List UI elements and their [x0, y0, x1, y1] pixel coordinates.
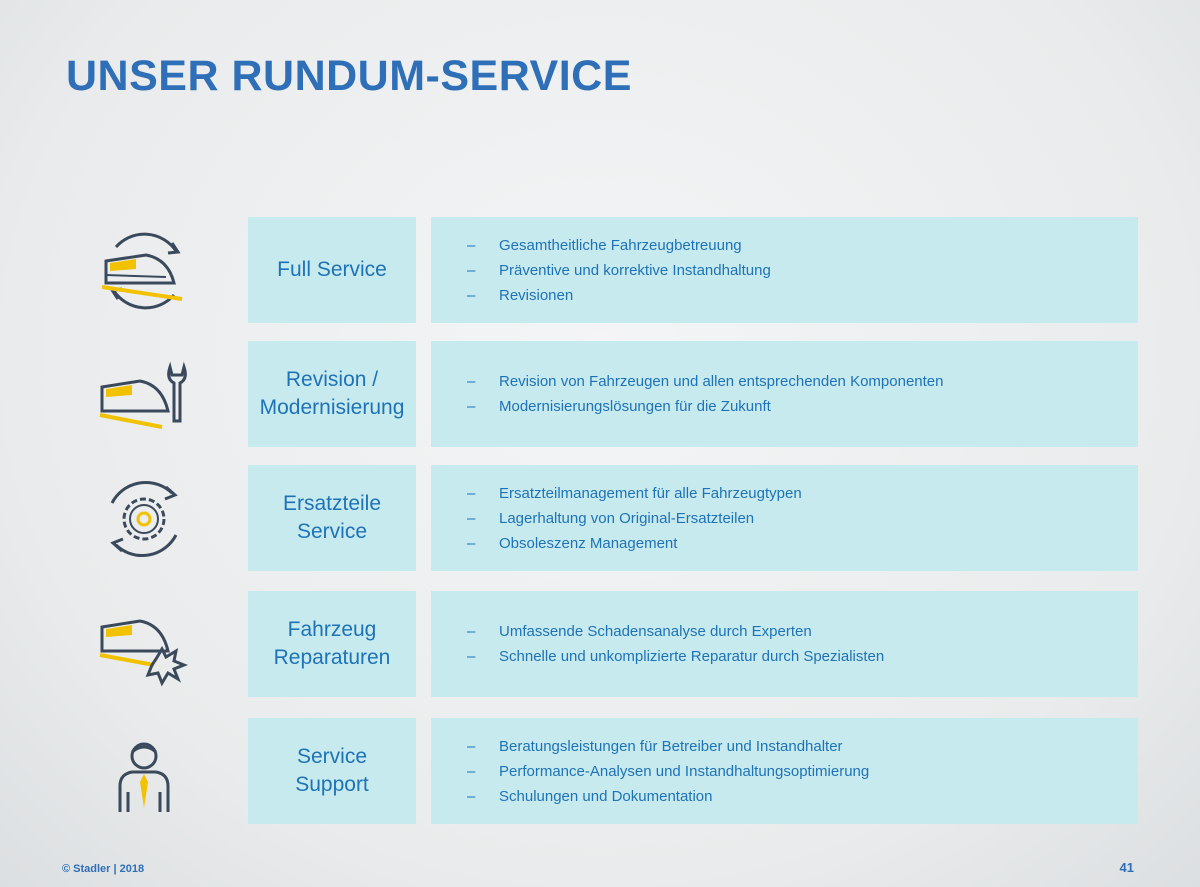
list-item: Revisionen: [467, 283, 771, 308]
list-item: Obsoleszenz Management: [467, 531, 802, 556]
service-row-support: Service Support Beratungsleistungen für …: [0, 718, 1200, 824]
list-item: Präventive und korrektive Instandhaltung: [467, 258, 771, 283]
service-description: Ersatzteilmanagement für alle Fahrzeugty…: [431, 465, 1138, 571]
list-item: Modernisierungslösungen für die Zukunft: [467, 394, 943, 419]
train-wrench-icon: [96, 349, 192, 441]
service-description: Gesamtheitliche Fahrzeugbetreuung Präven…: [431, 217, 1138, 323]
list-item: Lagerhaltung von Original-Ersatzteilen: [467, 506, 802, 531]
copyright: © Stadler | 2018: [62, 863, 145, 875]
service-row-reparaturen: Fahrzeug Reparaturen Umfassende Schadens…: [0, 591, 1200, 697]
list-item: Performance-Analysen und Instandhaltungs…: [467, 759, 869, 784]
service-label: Service Support: [248, 718, 416, 824]
train-cycle-icon: [96, 225, 192, 317]
service-description: Umfassende Schadensanalyse durch Experte…: [431, 591, 1138, 697]
service-label: Ersatzteile Service: [248, 465, 416, 571]
service-label: Revision / Modernisierung: [248, 341, 416, 447]
list-item: Schnelle und unkomplizierte Reparatur du…: [467, 644, 884, 669]
list-item: Revision von Fahrzeugen und allen entspr…: [467, 369, 943, 394]
page-number: 41: [1119, 860, 1134, 875]
list-item: Ersatzteilmanagement für alle Fahrzeugty…: [467, 481, 802, 506]
service-row-full-service: Full Service Gesamtheitliche Fahrzeugbet…: [0, 217, 1200, 323]
train-damage-icon: [96, 599, 192, 691]
service-description: Beratungsleistungen für Betreiber und In…: [431, 718, 1138, 824]
service-label: Full Service: [248, 217, 416, 323]
gear-cycle-icon: [96, 473, 192, 565]
service-row-revision: Revision / Modernisierung Revision von F…: [0, 341, 1200, 447]
list-item: Gesamtheitliche Fahrzeugbetreuung: [467, 233, 771, 258]
list-item: Schulungen und Dokumentation: [467, 784, 869, 809]
service-row-ersatzteile: Ersatzteile Service Ersatzteilmanagement…: [0, 465, 1200, 571]
list-item: Umfassende Schadensanalyse durch Experte…: [467, 619, 884, 644]
page-title: UNSER RUNDUM-SERVICE: [66, 52, 632, 100]
service-description: Revision von Fahrzeugen und allen entspr…: [431, 341, 1138, 447]
service-label: Fahrzeug Reparaturen: [248, 591, 416, 697]
person-support-icon: [96, 726, 192, 818]
list-item: Beratungsleistungen für Betreiber und In…: [467, 734, 869, 759]
